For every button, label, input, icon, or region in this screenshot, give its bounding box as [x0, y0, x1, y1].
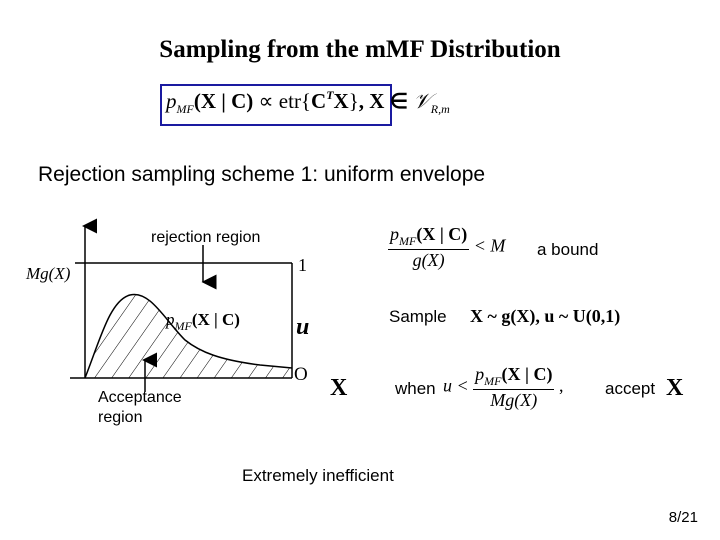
bound-denominator: g(X): [388, 250, 469, 271]
curve-label-args: (X | C): [191, 310, 240, 329]
formula-X: X: [333, 89, 349, 113]
bound-text: a bound: [537, 240, 599, 259]
formula-box: [160, 84, 392, 126]
when-den: Mg(X): [490, 390, 538, 410]
formula-args: (X | C): [193, 89, 254, 113]
formula-prop: ∝ etr{: [253, 89, 312, 113]
bound-num-p: p: [390, 224, 399, 244]
formula-V-sub: R,m: [430, 102, 450, 116]
page-number: 8/21: [668, 509, 698, 526]
when-formula: u < pMF(X | C) Mg(X) ,: [443, 364, 563, 411]
one-label: 1: [298, 255, 307, 275]
x-axis-label: X: [330, 375, 348, 401]
curve-label: pMF(X | C): [166, 310, 240, 334]
when-u-lt: u <: [443, 375, 469, 396]
conclusion-text: Extremely inefficient: [242, 466, 394, 485]
when-comma: ,: [558, 375, 564, 396]
mg-label: Mg(X): [26, 264, 71, 283]
acceptance-line1: Acceptance: [98, 389, 182, 406]
formula-C-sup: T: [326, 88, 334, 102]
origin-label: O: [294, 364, 308, 385]
sample-math: X ~ g(X), u ~ U(0,1): [470, 306, 621, 326]
bound-numerator: pMF(X | C): [388, 224, 470, 250]
slide-title: Sampling from the mMF Distribution: [159, 36, 561, 63]
when-label: when: [395, 379, 436, 398]
bound-formula: pMF(X | C) g(X) < M: [388, 224, 505, 271]
sample-label: Sample: [389, 307, 447, 326]
accept-label: accept: [605, 379, 656, 398]
curve-label-sub: MF: [174, 319, 192, 333]
rejection-region-label: rejection region: [151, 229, 261, 246]
when-denominator: Mg(X): [473, 390, 554, 411]
when-fraction: pMF(X | C) Mg(X): [473, 364, 555, 411]
u-axis-label: u: [296, 314, 310, 340]
bound-lt-M: < M: [473, 235, 506, 256]
formula-close: }: [348, 89, 359, 113]
bound-den: g(X): [412, 250, 445, 270]
curve-label-p: p: [166, 310, 175, 329]
acceptance-line2: region: [98, 409, 143, 426]
acceptance-region-label: Acceptance region: [98, 388, 182, 428]
bound-num-sub: MF: [399, 234, 417, 248]
formula-p-sub: MF: [176, 102, 194, 116]
formula-C: C: [311, 89, 327, 113]
when-numerator: pMF(X | C): [473, 364, 555, 390]
when-num-sub: MF: [484, 374, 502, 388]
formula-V: 𝒱: [413, 89, 431, 113]
bound-fraction: pMF(X | C) g(X): [388, 224, 470, 271]
acceptance-region-hatch: [85, 294, 292, 378]
formula-comma-x: , X ∈: [358, 89, 414, 113]
accept-x: X: [666, 375, 684, 401]
density-curve: [84, 293, 293, 379]
slide-subtitle: Rejection sampling scheme 1: uniform env…: [38, 163, 486, 186]
bound-num-args: (X | C): [416, 224, 468, 244]
mmf-density-formula: pMF(X | C) ∝ etr{CTX}, X ∈ 𝒱R,m: [166, 88, 450, 117]
when-num-p: p: [475, 364, 485, 384]
formula-p: p: [166, 89, 177, 113]
when-num-args: (X | C): [501, 364, 553, 384]
